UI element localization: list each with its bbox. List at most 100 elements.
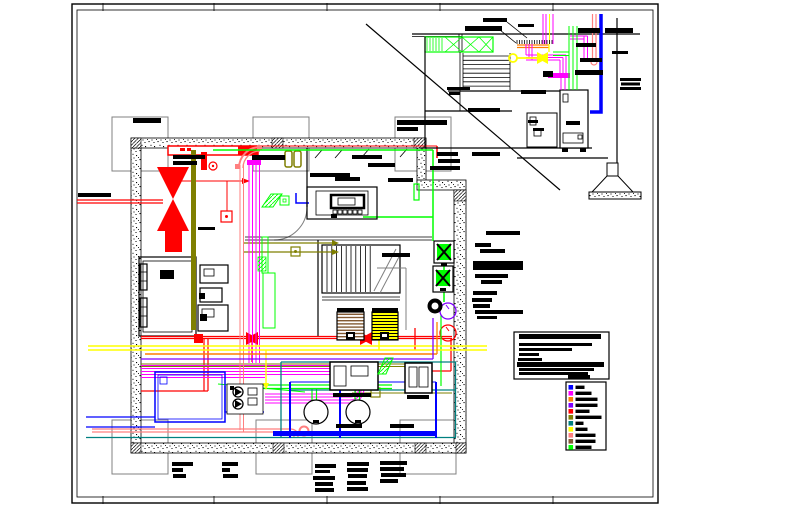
text-bar [347, 462, 369, 466]
green-narrow-duct [257, 236, 276, 329]
text-bar [473, 261, 523, 270]
legend-swatch-system-yellow [568, 427, 574, 432]
fan-x-symbol [436, 243, 452, 261]
legend-label-bar [575, 397, 598, 401]
text-bar [473, 291, 497, 295]
text-bar [521, 90, 546, 94]
louver-2 [139, 297, 148, 328]
text-bar [397, 120, 447, 125]
text-bar [252, 155, 285, 160]
text-bar [172, 468, 183, 472]
text-bar [380, 467, 404, 471]
text-bar [486, 231, 520, 235]
wall-fan-units [427, 240, 455, 314]
legend-label-bar [575, 391, 592, 395]
legend-label-bar [575, 433, 596, 437]
legend-swatch-system-red [568, 409, 574, 414]
legend-swatch-system-magenta [568, 391, 574, 396]
text-bar [430, 166, 460, 170]
notes-text-bar [519, 368, 594, 371]
text-bar [173, 474, 186, 478]
plan-partitions [245, 148, 432, 336]
red-damper-symbol [208, 161, 218, 171]
legend-swatch-system-teal [568, 421, 574, 426]
pink-pipe-system [92, 145, 310, 438]
stairs [321, 244, 407, 330]
legend-label-bar [575, 445, 592, 449]
text-bar [483, 18, 507, 22]
text-bar [315, 464, 336, 468]
blue-tank-left [154, 371, 226, 423]
text-bar [475, 243, 491, 247]
floor-plan [77, 137, 487, 454]
filter-boxes [336, 308, 399, 341]
text-bar [223, 474, 238, 478]
text-bar [468, 108, 500, 112]
text-bar [335, 177, 360, 181]
pipe-sleeve-symbol [427, 298, 443, 314]
text-bar [481, 280, 502, 284]
section-stairs [462, 53, 511, 90]
section-orange-pipe [517, 44, 549, 49]
text-bar [605, 28, 633, 33]
text-bar [313, 476, 335, 480]
legend-label-bar [575, 409, 590, 413]
sheet-border [71, 3, 659, 504]
legend-label-bar [575, 403, 598, 407]
text-bar [621, 82, 640, 86]
legend-swatch-system-pink [568, 433, 574, 438]
text-bar [576, 43, 596, 47]
text-bar [315, 470, 330, 473]
text-bar [133, 118, 161, 123]
legend-swatch-system-purple [568, 403, 574, 408]
air-handling-unit [306, 186, 378, 220]
text-bar [437, 152, 458, 156]
notes-text-bar [519, 372, 588, 375]
text-bar [580, 58, 602, 62]
text-bar [477, 316, 497, 319]
section-insulation-ticks [516, 40, 553, 44]
orange-pipe-system [145, 322, 438, 355]
annotation-bars [78, 18, 641, 492]
text-bar [78, 193, 111, 197]
text-bar [347, 468, 368, 472]
legend-block [565, 375, 607, 451]
text-bar [173, 155, 205, 159]
text-bar [620, 78, 641, 81]
text-bar [397, 127, 418, 131]
text-bar [390, 424, 414, 428]
door-swing-arc [273, 206, 308, 241]
notes-text-bar [519, 348, 572, 351]
boiler-equipment [526, 89, 589, 152]
text-bar [620, 87, 641, 90]
text-bar [336, 424, 362, 428]
legend-label-bar [575, 439, 596, 443]
section-cut-line [365, 23, 561, 191]
text-bar [465, 26, 502, 31]
text-bar [612, 51, 628, 54]
text-bar [315, 482, 333, 486]
legend-label-bar [575, 427, 588, 431]
text-bar [533, 128, 544, 131]
section-detail [365, 14, 642, 200]
text-bar [449, 92, 460, 95]
notes-text-bar [517, 362, 604, 367]
legend-title-bar [568, 375, 590, 379]
legend-swatch-system-orange [568, 397, 574, 402]
red-gauge-symbol [439, 324, 457, 342]
storage-tanks [303, 399, 371, 425]
equipment-box-right [404, 362, 433, 399]
legend-label-bar [575, 421, 584, 425]
legend-swatch-system-brown [568, 439, 574, 444]
text-bar [381, 473, 406, 477]
legend-label-bar [575, 415, 602, 419]
text-bar [447, 87, 470, 90]
text-bar [480, 249, 505, 253]
text-bar [222, 462, 238, 466]
border-tick-marks [102, 3, 554, 504]
pump-skid [226, 383, 264, 415]
notes-text-bar [519, 343, 592, 346]
text-bar [310, 173, 350, 177]
